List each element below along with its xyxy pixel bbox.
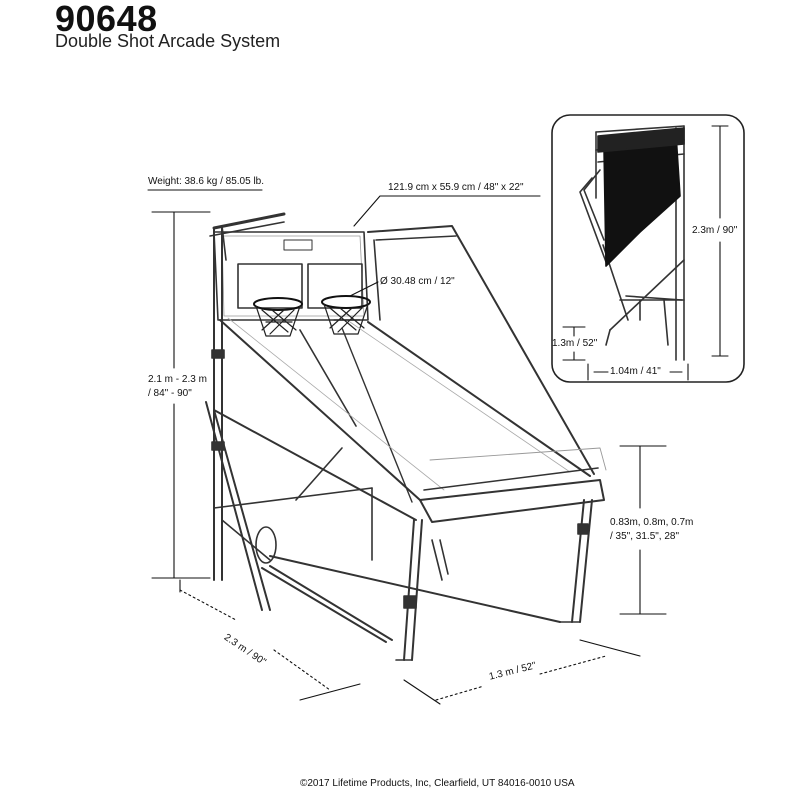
inset-frame (551, 114, 745, 383)
copyright-footer: ©2017 Lifetime Products, Inc, Clearfield… (300, 778, 575, 789)
right-ramp-rail (367, 321, 591, 477)
folded-height-label: 2.3m / 90" (692, 225, 738, 236)
folded-width-label: 1.3m / 52" (552, 338, 598, 349)
backboard (213, 231, 369, 321)
height-imperial-label: / 84" - 90" (148, 388, 192, 399)
height-metric-label: 2.1 m - 2.3 m (148, 374, 207, 385)
weight-label: Weight: 38.6 kg / 85.05 lb. (148, 176, 265, 187)
front-height-metric-label: 0.83m, 0.8m, 0.7m (610, 517, 694, 528)
front-left-leg (403, 519, 415, 661)
backboard-size-label: 121.9 cm x 55.9 cm / 48" x 22" (388, 182, 524, 193)
model-number: 90648 (55, 0, 158, 39)
front-right-leg (571, 499, 585, 623)
main-dimension-lines (147, 189, 667, 705)
inset-dimension-lines (562, 125, 729, 381)
left-ramp-rail (219, 319, 421, 501)
product-name: Double Shot Arcade System (55, 31, 281, 51)
folded-net-panel (603, 133, 681, 267)
right-target-square (307, 263, 363, 309)
ramp-front (419, 479, 605, 523)
nets (255, 303, 369, 337)
right-rim (321, 295, 371, 309)
left-target-square (237, 263, 303, 309)
rim-diameter-label: Ø 30.48 cm / 12" (380, 276, 455, 287)
base-crossbar (269, 555, 561, 623)
front-height-imperial-label: / 35", 31.5", 28" (610, 531, 680, 542)
left-rim (253, 297, 303, 311)
folded-depth-label: 1.04m / 41" (610, 366, 661, 377)
